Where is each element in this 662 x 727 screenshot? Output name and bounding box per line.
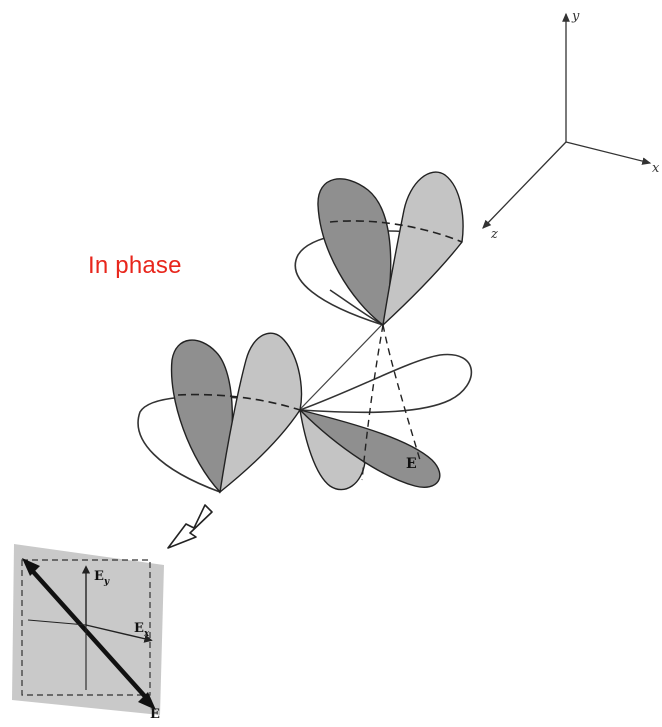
field-vector-label: E (406, 456, 417, 472)
middle-lobes: E (300, 325, 440, 490)
lower-lobes (172, 333, 302, 492)
propagation-arrow-icon (168, 505, 212, 548)
x-axis-label: x (652, 161, 660, 176)
z-axis (483, 142, 566, 228)
z-axis-label: z (490, 227, 498, 242)
resultant-label: E (150, 707, 160, 722)
upper-light-lobe (383, 172, 463, 325)
x-axis (566, 142, 650, 163)
coordinate-axes: y x z (483, 9, 660, 242)
polarization-panel: Ey Ex E (12, 544, 164, 722)
in-phase-caption: In phase (88, 252, 182, 280)
y-axis-label: y (571, 9, 580, 24)
upper-lobes (318, 172, 463, 325)
